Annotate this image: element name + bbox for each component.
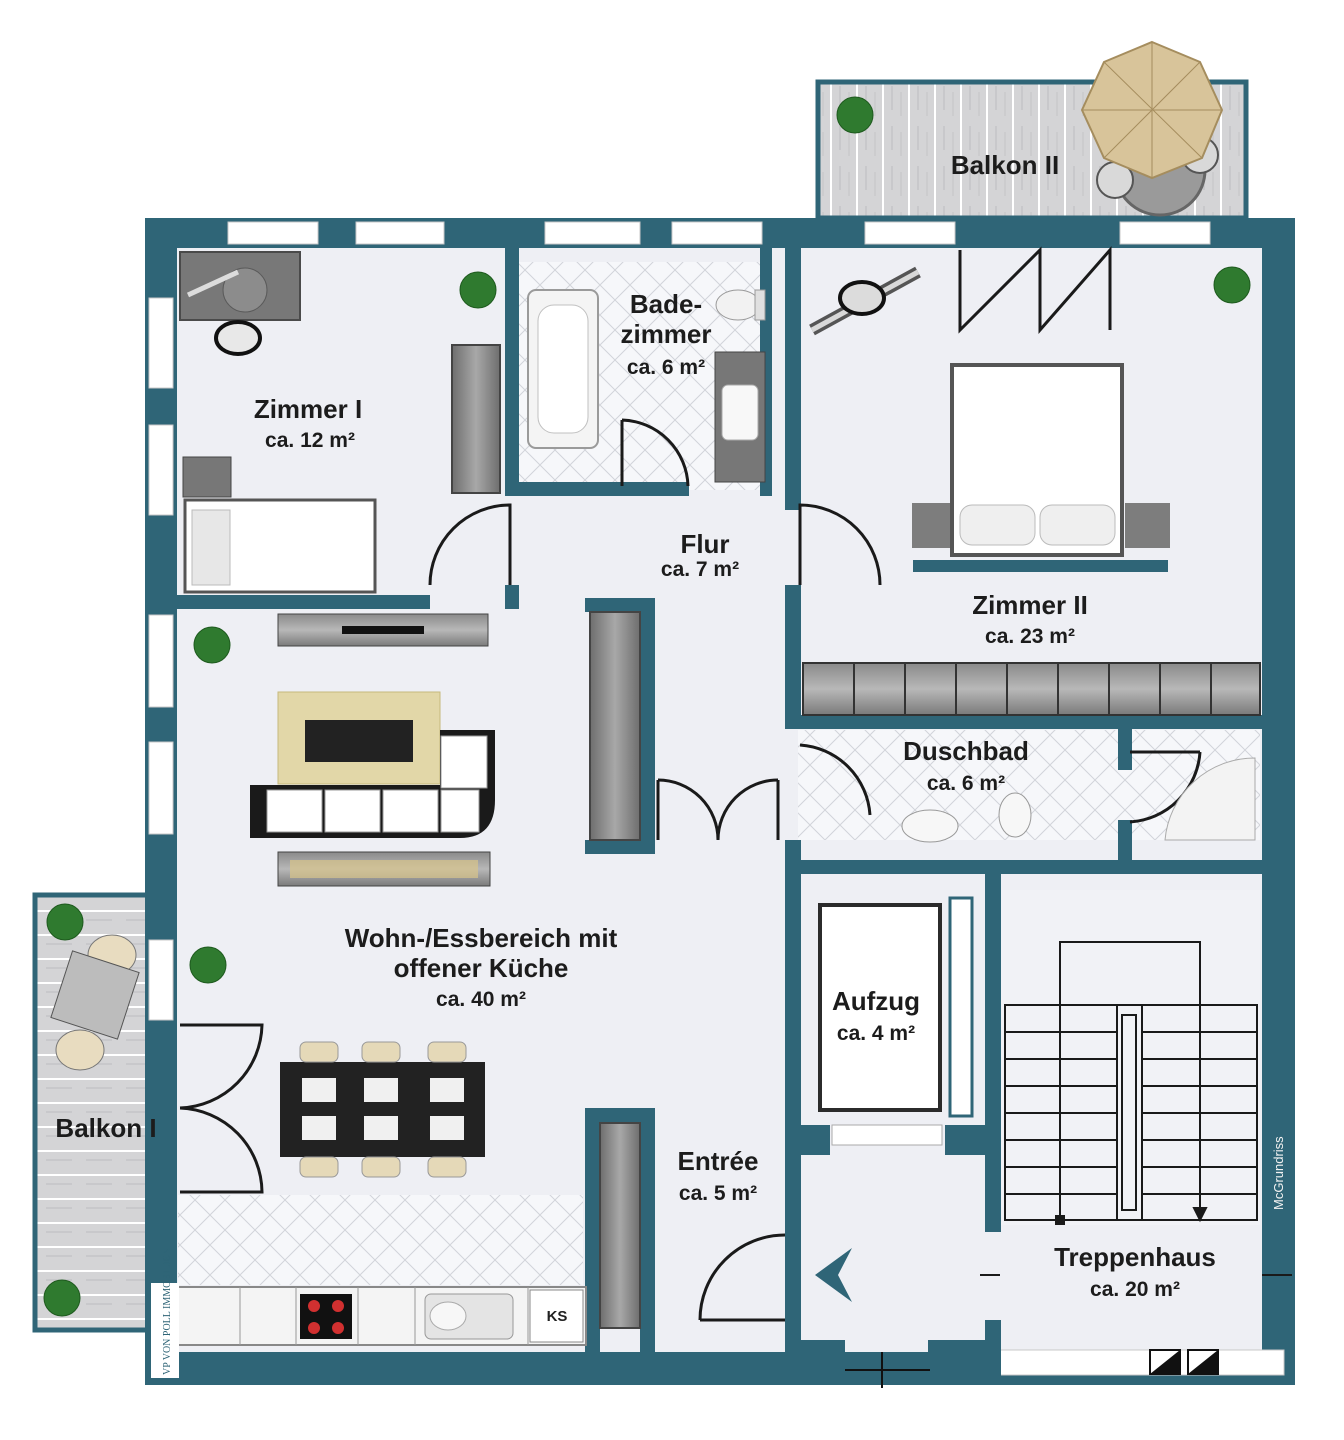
kitchen-counter xyxy=(177,1286,587,1346)
desk-zimmer1 xyxy=(179,251,301,356)
wohn-label-line1: Wohn-/Essbereich mit xyxy=(345,923,618,953)
interior-walls xyxy=(175,248,1262,1385)
badezimmer-area: ca. 6 m² xyxy=(627,356,705,379)
fridge xyxy=(529,1289,584,1343)
staircase xyxy=(980,941,1292,1276)
desk-zimmer2 xyxy=(809,266,921,336)
wardrobe-zimmer2 xyxy=(802,662,1261,716)
windows xyxy=(148,221,1285,1376)
entree-area: ca. 5 m² xyxy=(679,1182,757,1205)
entry-arrow-icon xyxy=(815,1248,852,1302)
bathtub xyxy=(527,289,599,449)
duschbad-label: Duschbad xyxy=(903,736,1029,766)
double-bed xyxy=(912,363,1170,572)
elevator xyxy=(818,896,974,1146)
wardrobe-zimmer1 xyxy=(451,344,501,494)
flur-area: ca. 7 m² xyxy=(661,558,739,581)
stair-lights xyxy=(1149,1349,1219,1375)
cooktop xyxy=(300,1294,352,1339)
credit-label: McGrundriss xyxy=(1271,1136,1286,1210)
tv-sideboard xyxy=(277,613,489,647)
door-swings xyxy=(179,246,1202,1322)
bathroom-sink xyxy=(714,351,766,483)
front-door-marks xyxy=(845,1352,930,1388)
fridge-label: KS xyxy=(547,1308,568,1325)
duschbad-area: ca. 6 m² xyxy=(927,772,1005,795)
balkon2-label: Balkon II xyxy=(951,150,1059,180)
entree-cabinet xyxy=(599,1122,641,1329)
sofa xyxy=(250,730,495,838)
logo-text: VP VON POLL IMMOBILIEN xyxy=(162,1248,173,1375)
flur-label: Flur xyxy=(680,529,729,559)
bed-zimmer1 xyxy=(182,456,377,594)
zimmer1-label: Zimmer I xyxy=(254,394,362,424)
bathroom-toilet xyxy=(715,289,766,321)
rug-and-coffee-table xyxy=(277,691,441,785)
zimmer1-area: ca. 12 m² xyxy=(265,429,355,452)
kitchen-tiles xyxy=(178,1195,583,1285)
balkon1-label: Balkon I xyxy=(55,1113,156,1143)
entree-label: Entrée xyxy=(678,1146,759,1176)
aufzug-label: Aufzug xyxy=(832,986,920,1016)
dining-table xyxy=(280,1041,485,1178)
living-cabinet xyxy=(589,611,641,841)
wohn-label-line2: offener Küche xyxy=(394,953,569,983)
wohn-area: ca. 40 m² xyxy=(436,988,526,1011)
stairwell-floor xyxy=(1000,890,1260,1225)
kitchen-sink xyxy=(424,1293,514,1340)
shower-fixtures xyxy=(901,757,1256,843)
plant-icons xyxy=(43,96,1251,1317)
logo: VP VON POLL IMMOBILIEN xyxy=(151,1248,179,1378)
bookshelf xyxy=(277,851,491,887)
badezimmer-label-line2: zimmer xyxy=(620,319,711,349)
badezimmer-label-line1: Bade- xyxy=(630,289,702,319)
treppenhaus-label: Treppenhaus xyxy=(1054,1242,1216,1272)
zimmer2-area: ca. 23 m² xyxy=(985,625,1075,648)
aufzug-area: ca. 4 m² xyxy=(837,1022,915,1045)
treppenhaus-area: ca. 20 m² xyxy=(1090,1278,1180,1301)
patio-umbrella-icon xyxy=(1080,40,1224,217)
zimmer2-label: Zimmer II xyxy=(972,590,1088,620)
balcony-chair-icon xyxy=(50,934,140,1071)
